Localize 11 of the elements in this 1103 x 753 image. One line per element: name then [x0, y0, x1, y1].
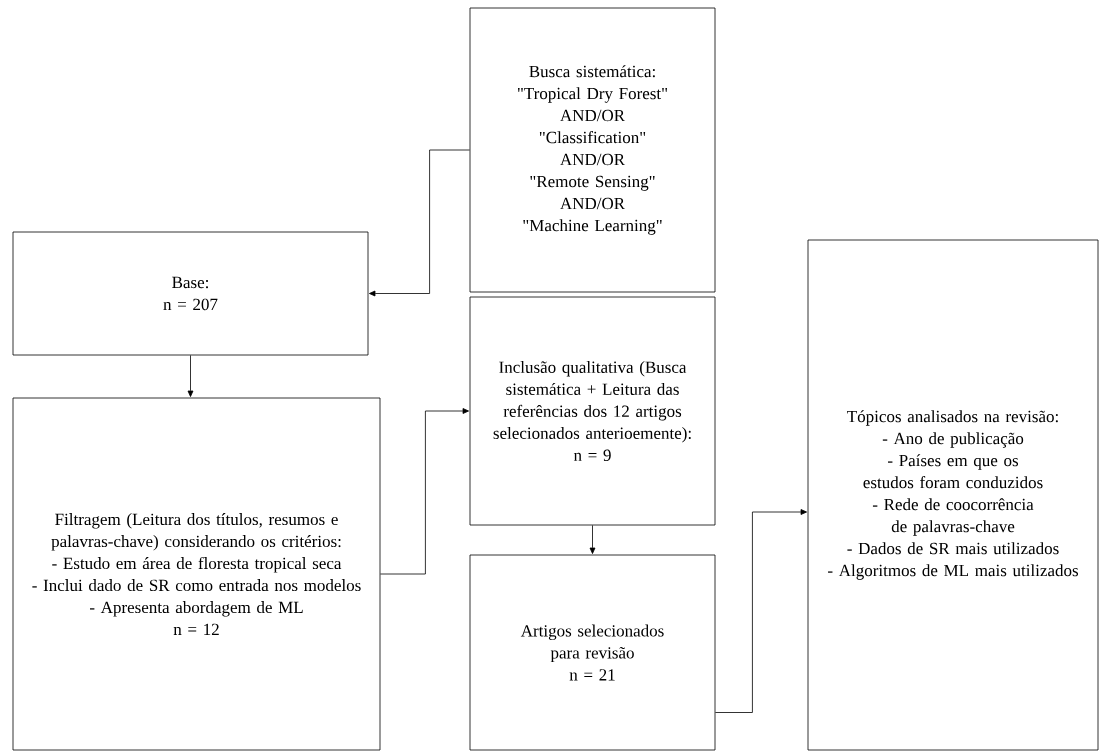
process-box: Base: n = 207 — [12, 231, 369, 356]
arrow — [369, 149, 470, 297]
arrow — [380, 408, 469, 575]
arrow — [715, 509, 807, 713]
process-box: Artigos selecionados para revisão n = 21 — [469, 554, 716, 751]
process-box: Filtragem (Leitura dos títulos, resumos e palavras-chave) considerando os critérios: - Estudo em área de floresta tropical seca - Inclui dado de SR como entrada nos modelos - Apresenta abordagem de ML n = 12 — [12, 397, 381, 751]
process-box: Busca sistemática: "Tropical Dry Forest" AND/OR "Classification" AND/OR "Remote Sensing" AND/OR "Machine Learning" — [469, 7, 716, 293]
arrow — [589, 525, 596, 554]
process-box: Tópicos analisados na revisão: - Ano de publicação - Países em que os estudos foram conduzidos - Rede de coocorrência de palavras-chave - Dados de SR mais utilizados - Algoritmos de ML mais utilizados — [807, 239, 1099, 751]
process-box: Inclusão qualitativa (Busca sistemática + Leitura das referências dos 12 artigos selecionados anterioemente): n = 9 — [469, 296, 716, 526]
arrow — [187, 355, 194, 397]
